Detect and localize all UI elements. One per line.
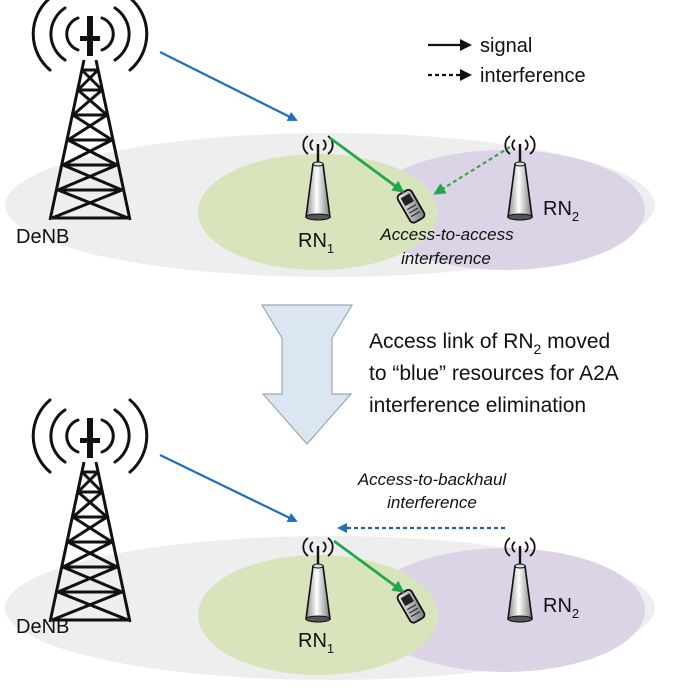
transition-line3: interference elimination — [369, 394, 586, 417]
top-rn1-label: RN1 — [298, 230, 334, 256]
top-rn2-cell — [365, 150, 645, 270]
top-backhaul-signal-arrow — [159, 51, 298, 121]
bottom-annotation-line1: Access-to-backhaul — [357, 470, 508, 489]
top-denb-label: DeNB — [16, 226, 69, 248]
top-scenario: DeNB RN1 RN2 Access-to-access interferen… — [5, 0, 655, 277]
bottom-rn2-cell — [365, 548, 645, 672]
bottom-rn1-label: RN1 — [298, 630, 334, 656]
top-access-signal-arrow — [329, 136, 405, 193]
top-rn2-label: RN2 — [543, 198, 579, 224]
legend-interference-label: interference — [480, 65, 586, 87]
down-arrow-shape — [260, 304, 354, 445]
bottom-rn2-label: RN2 — [543, 595, 579, 621]
transition-line1: Access link of RN2 moved — [369, 330, 610, 357]
bottom-access-signal-arrow — [333, 539, 405, 593]
top-annotation-line1: Access-to-access — [379, 225, 514, 244]
bottom-scenario: DeNB RN1 RN2 Access-to-backhaul interfer… — [5, 398, 655, 680]
transition-line2: to “blue” resources for A2A — [369, 362, 619, 385]
bottom-backhaul-signal-arrow — [159, 454, 298, 523]
bottom-annotation-line2: interference — [387, 493, 477, 512]
legend: signal interference — [428, 35, 586, 87]
top-a2a-interference-arrow — [433, 146, 511, 195]
transition: Access link of RN2 moved to “blue” resou… — [260, 304, 619, 445]
bottom-denb-label: DeNB — [16, 616, 69, 638]
legend-signal-label: signal — [480, 35, 532, 57]
top-annotation-line2: interference — [401, 249, 491, 268]
